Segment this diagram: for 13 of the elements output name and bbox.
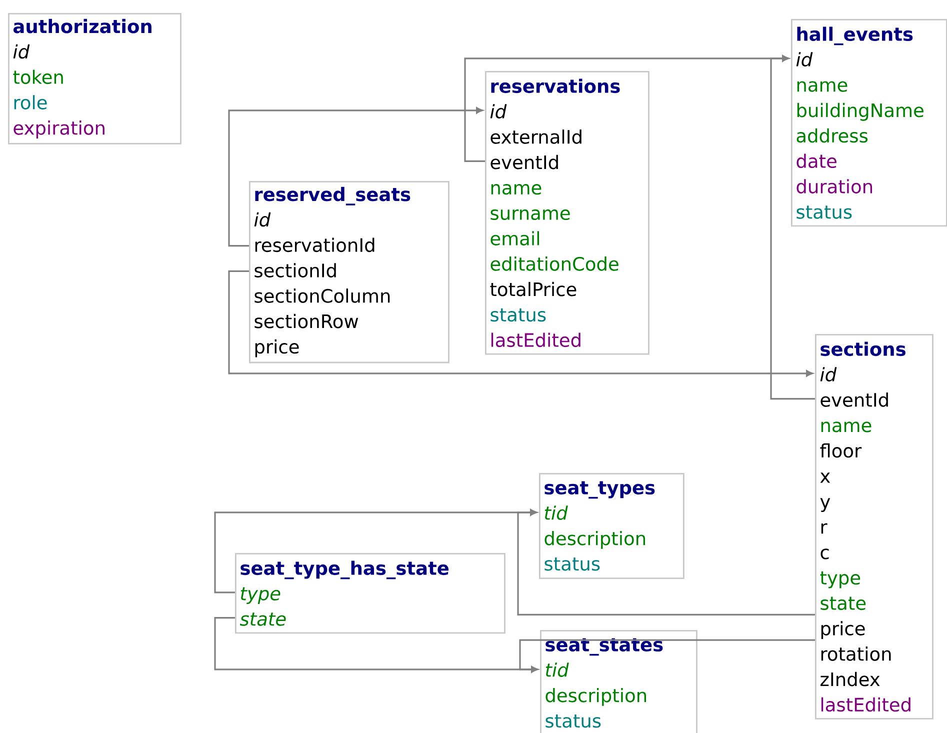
table-box: sections id eventId name floor x y r c type state price rotation zIndex lastEdited [815, 334, 934, 720]
table-box: reserved_seats id reservationId sectionId sectionColumn sectionRow price [249, 181, 450, 364]
connector-arrow [519, 639, 815, 673]
table-box: seat_type_has_state type state [235, 553, 506, 634]
connector-arrow [517, 509, 815, 616]
table-box: seat_types tid description status [539, 473, 684, 579]
table-box: hall_events id name buildingName address date duration status [791, 19, 947, 227]
table-box: seat_states tid description status [540, 630, 698, 733]
table-box: reservations id externalId eventId name surname email editationCode totalPrice status lastEdited [485, 71, 650, 355]
connector-arrow [770, 55, 815, 400]
connector-arrow [228, 107, 483, 247]
connector-arrow [228, 270, 813, 377]
table-box: authorization id token role expiration [8, 13, 182, 144]
